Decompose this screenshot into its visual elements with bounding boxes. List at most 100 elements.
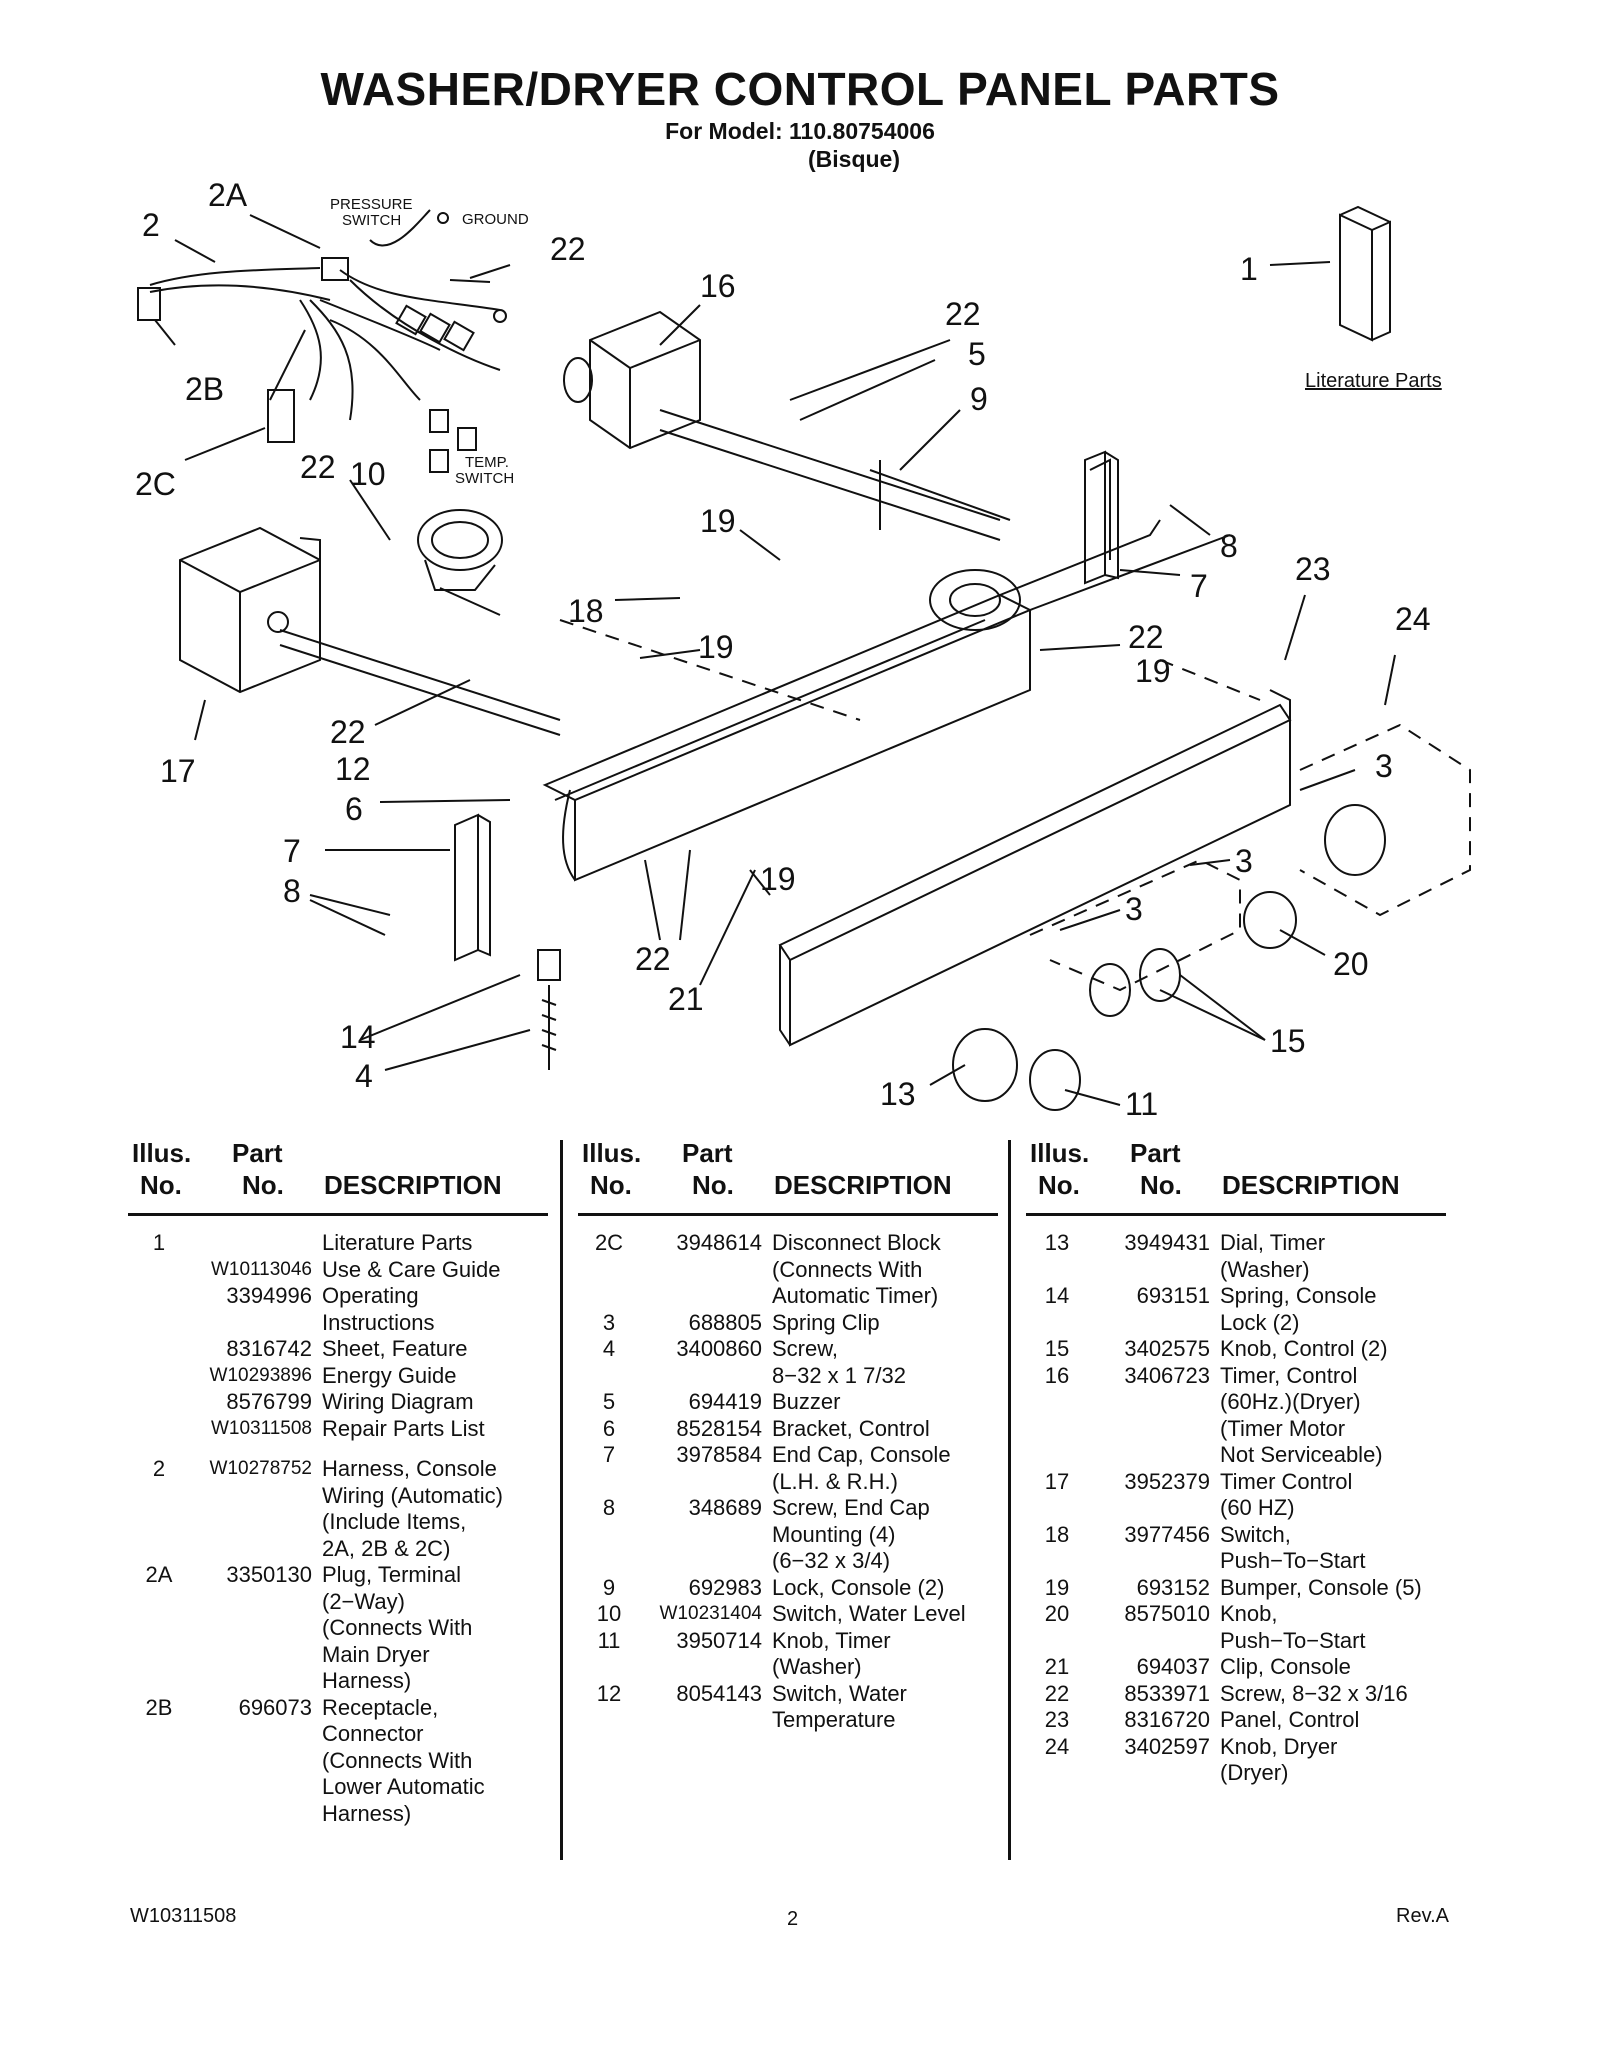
ground-label: GROUND [462,211,529,228]
description-line: (Connects With [772,1256,923,1282]
callout-13: 13 [880,1076,916,1112]
illus-number: 6 [602,1415,616,1441]
description-line: Lock (2) [1220,1309,1300,1335]
illus-number: 24 [1044,1733,1070,1759]
illus-number: 13 [1044,1230,1070,1255]
description-line: Switch, Water Level [772,1601,966,1626]
callout-18: 18 [568,593,604,629]
header-part-no: No. [1140,1170,1182,1200]
illus-number: 2A [145,1562,173,1587]
illus-number: 14 [1044,1283,1070,1308]
callout-7: 7 [1190,568,1208,604]
table-row: W10113046 Use & Care Guide [128,1257,548,1284]
footer-doc-number: W10311508 [130,1905,237,1927]
description-line: Use & Care Guide [322,1256,501,1282]
header-illus-no: No. [140,1170,182,1200]
part-description: Wiring Diagram [322,1389,548,1416]
control-panel-illustration [778,689,1292,1047]
description-line: Knob, Timer [772,1627,891,1653]
knobs-illustration [952,804,1386,1111]
end-cap-left-illustration [454,813,491,962]
callout-8: 8 [1220,528,1238,564]
timer-17-illustration [179,526,561,736]
description-line: (L.H. & R.H.) [772,1468,898,1494]
illus-number: 9 [602,1574,616,1600]
temp-switch-label-line1: TEMP. [465,454,509,471]
callout-9: 9 [970,381,988,417]
header-part: Part [232,1138,283,1168]
callout-22: 22 [1128,619,1164,655]
callout-19: 19 [698,629,734,665]
part-number: 8533971 [1124,1680,1210,1706]
part-description: Switch,Push−To−Start [1220,1522,1446,1575]
callout-22: 22 [330,714,366,750]
literature-parts-label: Literature Parts [1305,370,1442,392]
illus-number: 8 [602,1495,616,1520]
part-number: 8316742 [226,1336,312,1361]
description-line: Timer Control [1220,1468,1353,1494]
knob-group-dashed-outline [559,619,1471,992]
description-line: Connector [322,1721,424,1746]
part-description: Clip, Console [1220,1654,1446,1681]
model-color: (Bisque) [808,146,900,172]
callout-leader-lines [154,214,1396,1106]
illus-number: 18 [1044,1521,1070,1547]
description-line: 8−32 x 1 7/32 [772,1362,906,1388]
description-line: Spring Clip [772,1309,880,1335]
part-number: 8576799 [226,1389,312,1414]
illus-number: 19 [1044,1574,1070,1600]
part-number: W10113046 [210,1258,312,1280]
illus-number: 1 [152,1230,166,1255]
part-number: 3394996 [226,1283,312,1308]
callout-3: 3 [1235,843,1253,879]
part-description: Spring Clip [772,1310,998,1337]
description-line: Screw, [772,1336,839,1361]
part-number: 8316720 [1124,1707,1210,1732]
header-description: DESCRIPTION [774,1170,952,1200]
part-description: Knob, Timer(Washer) [772,1628,998,1681]
description-line: Automatic Timer) [772,1283,939,1308]
description-line: Harness, Console [322,1456,497,1481]
description-line: Dial, Timer [1220,1230,1326,1255]
part-number [190,1230,322,1257]
part-number: W10278752 [209,1458,312,1479]
callout-2C: 2C [135,466,176,502]
description-line: Repair Parts List [322,1415,485,1441]
part-description: Lock, Console (2) [772,1575,998,1602]
description-line: Wiring Diagram [322,1389,474,1414]
part-description: Knob, Dryer(Dryer) [1220,1734,1446,1787]
illus-number: 10 [596,1601,622,1626]
illus-number: 7 [602,1442,616,1467]
description-line: Knob, Control (2) [1220,1336,1388,1361]
part-description: Panel, Control [1220,1707,1446,1734]
description-line: Lock, Console (2) [772,1574,945,1600]
description-line: Lower Automatic [322,1774,485,1799]
description-line: Harness) [322,1800,412,1826]
description-line: Switch, [1220,1521,1291,1547]
header-description: DESCRIPTION [1222,1170,1400,1200]
description-line: (Connects With [322,1615,473,1640]
part-number: 8575010 [1124,1601,1210,1626]
part-description: Bracket, Control [772,1416,998,1443]
pressure-switch-label-line1: PRESSURE [330,196,413,213]
part-number: 688805 [688,1309,762,1335]
description-line: End Cap, Console [772,1442,951,1467]
illus-number [128,1257,190,1284]
